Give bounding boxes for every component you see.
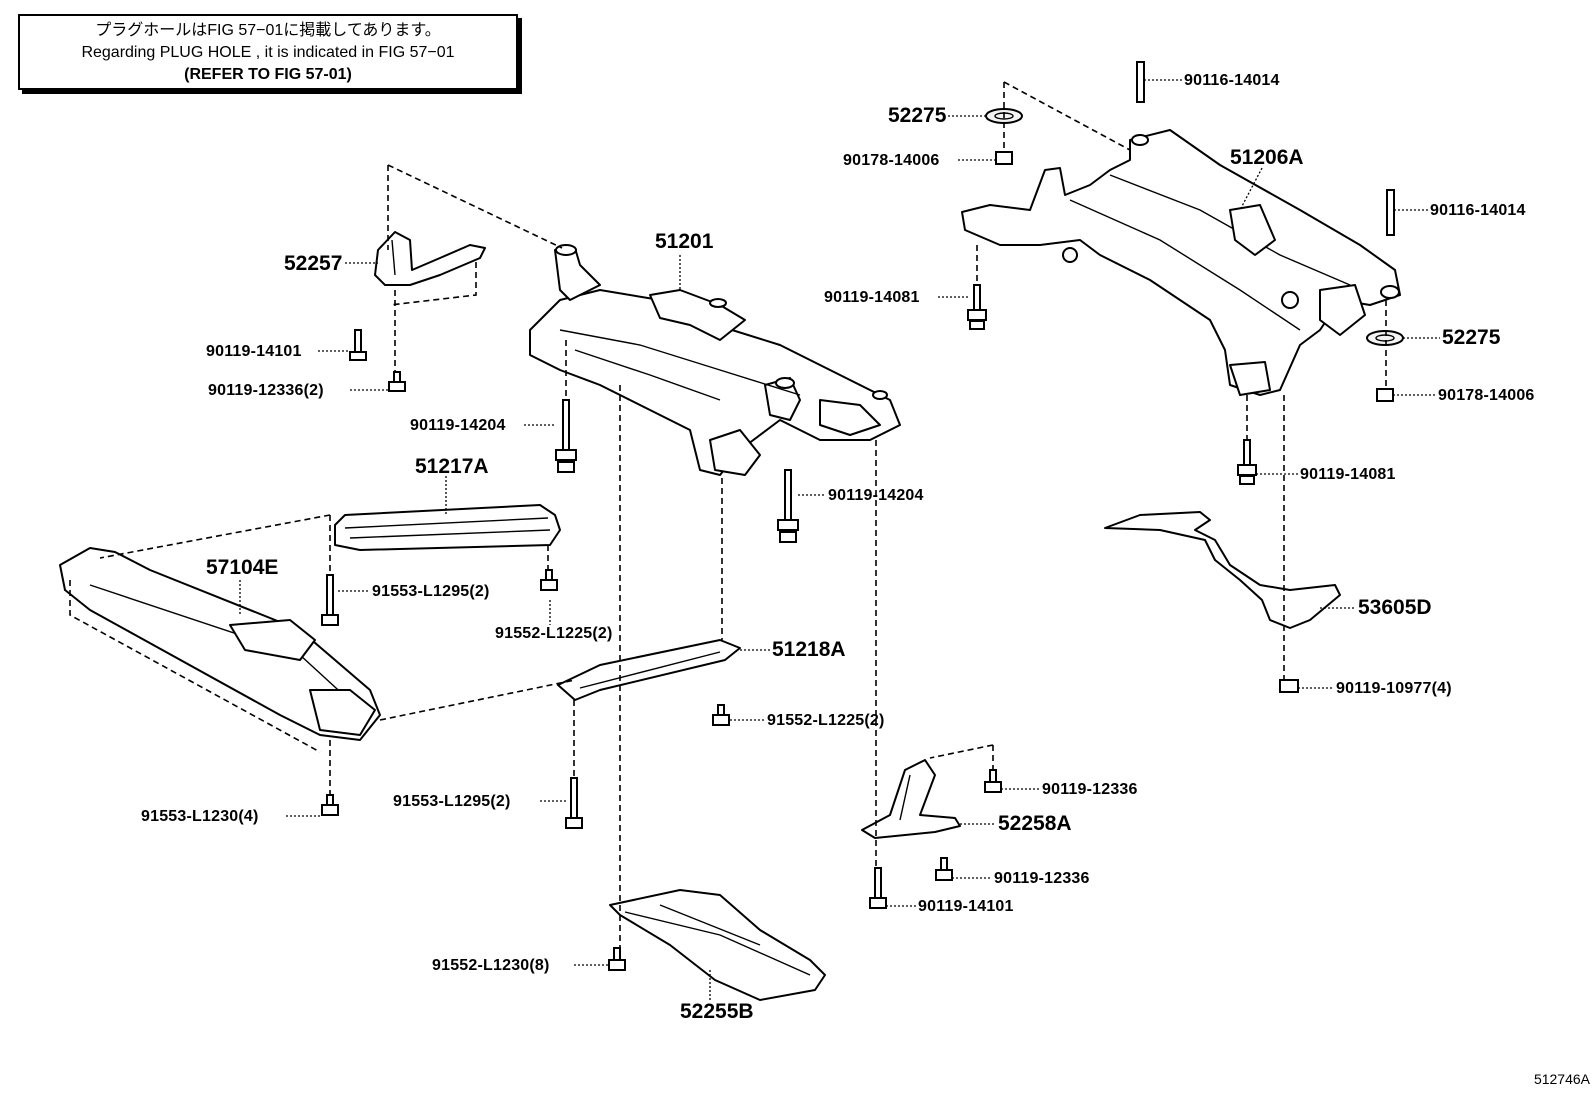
part-label-90178-14006-upper: 90178-14006	[843, 152, 940, 169]
figure-reference-code: 512746A	[1533, 1071, 1590, 1087]
part-label-52258A: 52258A	[998, 812, 1072, 835]
brace-51217A	[334, 504, 561, 551]
part-label-90178-14006-lower: 90178-14006	[1438, 387, 1535, 404]
part-label-90116-14014-upper: 90116-14014	[1184, 72, 1280, 89]
reference-note-box: プラグホールはFIG 57−01に掲載してあります。 Regarding PLU…	[18, 14, 518, 90]
bracket-52258A	[861, 759, 961, 839]
rear-crossmember-51206A	[961, 129, 1401, 396]
part-label-52275-upper: 52275	[888, 104, 947, 127]
fasteners	[321, 61, 1395, 971]
part-label-90119-14204-left: 90119-14204	[410, 417, 506, 434]
part-label-91552-L1225-2-lower: 91552-L1225(2)	[767, 712, 885, 729]
bracket-52257	[374, 231, 486, 286]
part-label-91553-L1295-2-upper: 91553-L1295(2)	[372, 583, 490, 600]
part-label-52255B: 52255B	[680, 1000, 754, 1023]
part-label-51201: 51201	[655, 230, 714, 253]
part-label-91553-L1230-4: 91553-L1230(4)	[141, 808, 259, 825]
part-label-91552-L1225-2-upper: 91552-L1225(2)	[495, 625, 613, 642]
note-line-1: プラグホールはFIG 57−01に掲載してあります。	[95, 22, 441, 39]
part-label-90119-14081-right: 90119-14081	[1300, 466, 1396, 483]
bracket-53605D	[1104, 511, 1341, 629]
part-label-90119-12336-2: 90119-12336(2)	[208, 382, 324, 399]
part-label-53605D: 53605D	[1358, 596, 1432, 619]
part-label-51206A: 51206A	[1230, 146, 1304, 169]
part-label-57104E: 57104E	[206, 556, 279, 579]
part-label-51217A: 51217A	[415, 455, 489, 478]
note-line-2: Regarding PLUG HOLE , it is indicated in…	[81, 44, 455, 61]
part-label-51218A: 51218A	[772, 638, 846, 661]
part-label-90119-14101-right: 90119-14101	[918, 898, 1014, 915]
part-label-90119-12336-upper: 90119-12336	[1042, 781, 1138, 798]
cover-52255B	[609, 889, 826, 1001]
note-line-3: (REFER TO FIG 57-01)	[184, 66, 352, 83]
leader-lines	[239, 79, 1440, 1000]
part-label-52275-lower: 52275	[1442, 326, 1501, 349]
part-label-90119-12336-lower: 90119-12336	[994, 870, 1090, 887]
member-57104E	[59, 547, 381, 741]
part-label-90119-14204-right: 90119-14204	[828, 487, 924, 504]
assembly-lines	[69, 81, 1387, 948]
part-label-90116-14014-right: 90116-14014	[1430, 202, 1526, 219]
part-label-52257: 52257	[284, 252, 343, 275]
part-label-90119-14081-left: 90119-14081	[824, 289, 920, 306]
part-label-90119-14101-left: 90119-14101	[206, 343, 302, 360]
front-crossmember-51201	[529, 244, 901, 476]
part-label-90119-10977-4: 90119-10977(4)	[1336, 680, 1452, 697]
brace-51218A	[557, 639, 741, 701]
part-label-91553-L1295-2-lower: 91553-L1295(2)	[393, 793, 511, 810]
mount-52275-lower	[1366, 330, 1404, 346]
part-label-91552-L1230-8: 91552-L1230(8)	[432, 957, 550, 974]
